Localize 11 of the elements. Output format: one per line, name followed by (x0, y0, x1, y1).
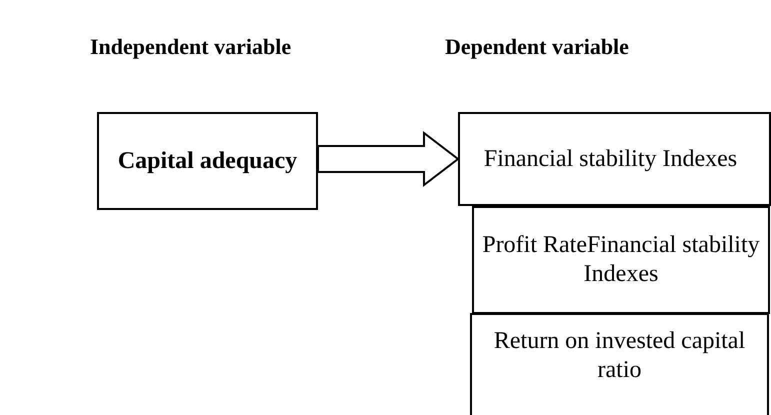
column-heading: Independent variable (90, 34, 292, 60)
column-heading: Dependent variable (445, 34, 629, 60)
variable-name: Profit RateFinancial stability Indexes (481, 231, 761, 289)
block-arrow (317, 130, 460, 188)
variable-box (470, 313, 769, 415)
variable-name: Financial stability Indexes (484, 144, 738, 174)
variable-name: Capital adequacy (118, 146, 298, 176)
variable-box (97, 112, 318, 210)
variable-box (472, 206, 770, 314)
variable-box (458, 112, 771, 206)
variable-name: Return on invested capital ratio (492, 327, 746, 385)
